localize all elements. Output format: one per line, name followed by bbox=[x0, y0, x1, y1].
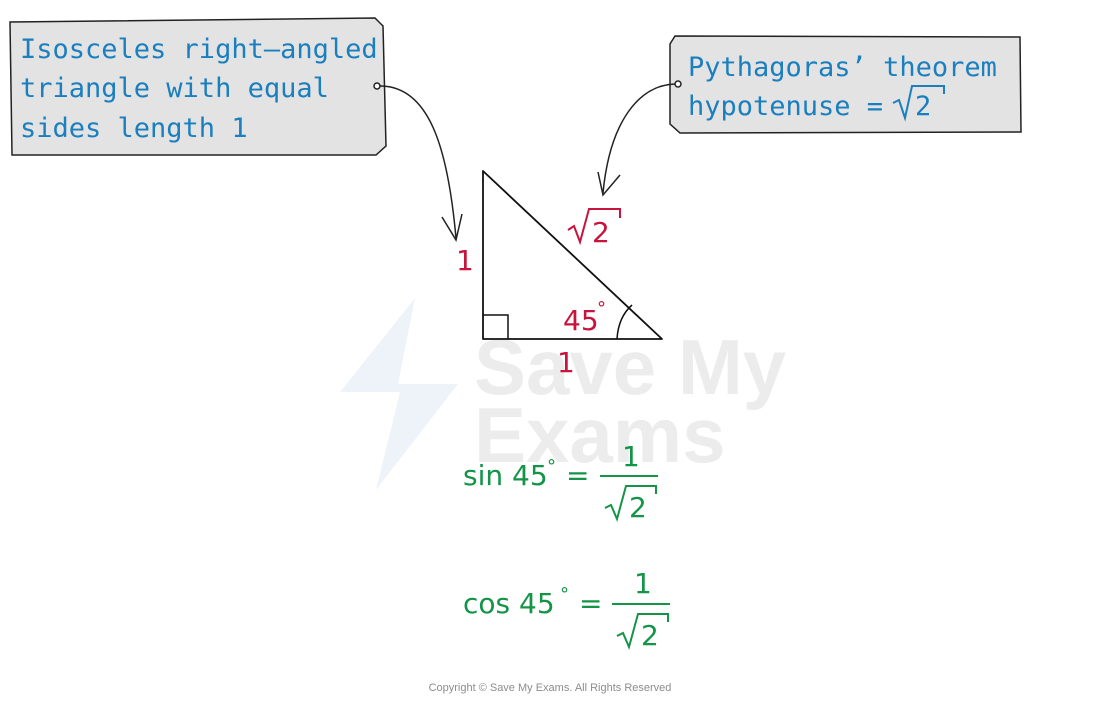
watermark-bolt-icon bbox=[340, 298, 458, 490]
hypotenuse-root-sign bbox=[567, 208, 621, 246]
note-right-root-sign bbox=[892, 85, 945, 122]
arrow-left-curve bbox=[379, 85, 457, 239]
left-side-label: 1 bbox=[456, 244, 474, 277]
arrow-left-head-icon bbox=[441, 213, 463, 242]
triangle-shape bbox=[482, 170, 663, 340]
cos-lhs: cos 45 bbox=[463, 587, 555, 620]
watermark-line2: Exams bbox=[474, 391, 726, 479]
cos-root-value: 2 bbox=[641, 619, 659, 652]
sin-numerator: 1 bbox=[622, 440, 640, 473]
cos-root-sign bbox=[616, 613, 669, 651]
cos-degree-symbol: ° bbox=[560, 584, 569, 605]
arrow-right-head-icon bbox=[597, 171, 621, 197]
formula-sin: sin 45 ° = 1 2 bbox=[463, 440, 658, 524]
angle-label: 45 bbox=[563, 304, 599, 337]
note-right-line-2-prefix: hypotenuse = bbox=[688, 91, 883, 122]
note-left-line-2: triangle with equal bbox=[20, 73, 329, 104]
sin-root-value: 2 bbox=[629, 491, 647, 524]
watermark: Save My Exams bbox=[340, 298, 786, 490]
sin-lhs: sin 45 bbox=[463, 459, 548, 492]
note-right: Pythagoras’ theorem hypotenuse = 2 bbox=[669, 35, 1022, 134]
note-left-line-1: Isosceles right–angled bbox=[20, 34, 378, 65]
watermark-line1: Save My bbox=[474, 323, 786, 411]
note-right-root-value: 2 bbox=[915, 91, 931, 122]
arrow-right-curve bbox=[602, 83, 676, 194]
arrow-left-dot bbox=[373, 82, 381, 90]
bottom-side-label: 1 bbox=[557, 346, 575, 379]
right-angle-marker bbox=[483, 314, 509, 339]
note-left-box bbox=[9, 17, 387, 156]
angle-degree-symbol: ° bbox=[597, 298, 606, 319]
angle-arc bbox=[616, 304, 633, 340]
cos-equals: = bbox=[579, 587, 602, 620]
arrow-right-dot bbox=[674, 80, 682, 88]
note-right-line-1: Pythagoras’ theorem bbox=[688, 52, 997, 83]
sin-equals: = bbox=[566, 459, 589, 492]
note-left-line-3: sides length 1 bbox=[20, 113, 248, 144]
hypotenuse-root-value: 2 bbox=[592, 216, 610, 249]
note-left: Isosceles right–angled triangle with equ… bbox=[9, 17, 387, 156]
sin-degree-symbol: ° bbox=[547, 456, 556, 477]
arrows bbox=[373, 80, 682, 242]
triangle: 1 1 45 ° 2 bbox=[456, 170, 663, 379]
formula-cos: cos 45 ° = 1 2 bbox=[463, 567, 670, 652]
sin-root-sign bbox=[604, 485, 657, 523]
note-right-box bbox=[669, 35, 1022, 134]
copyright-text: Copyright © Save My Exams. All Rights Re… bbox=[429, 682, 672, 694]
cos-numerator: 1 bbox=[634, 567, 652, 600]
